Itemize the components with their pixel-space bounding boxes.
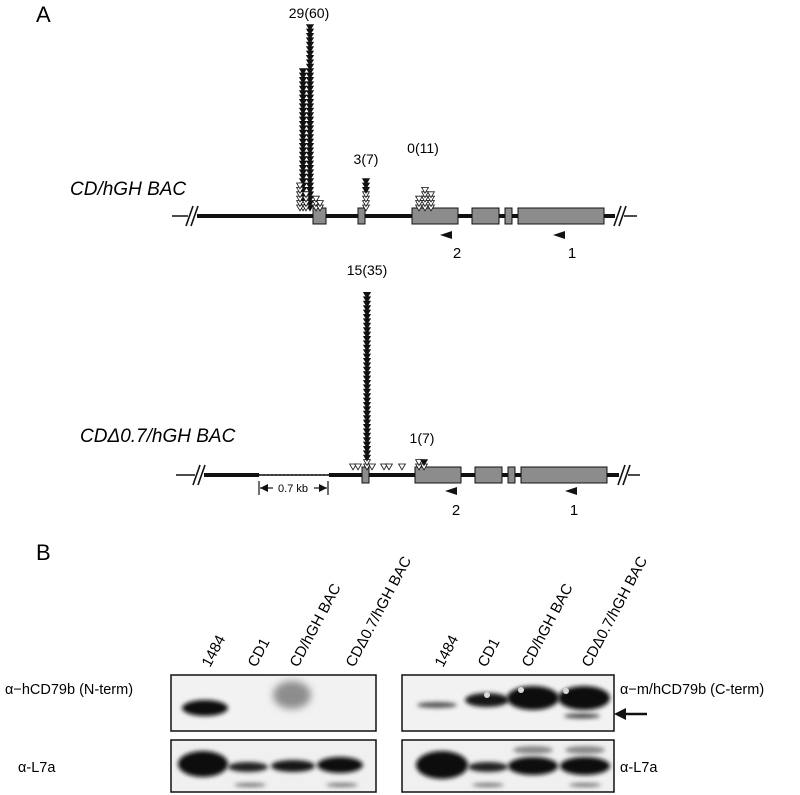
deletion-marker <box>258 481 329 495</box>
band-cd1-l7a-right <box>468 762 508 772</box>
panel-b-label: B <box>36 540 51 565</box>
insertion-site-marker <box>419 459 429 467</box>
left-lane-label-1484: 1484 <box>199 632 230 669</box>
construct-1-exon-2 <box>357 207 366 225</box>
band-1484-l7a-left <box>178 751 228 777</box>
band-cd-delta-bac-l7a-right <box>560 757 610 775</box>
construct-2-primer-1-label: 1 <box>570 502 578 519</box>
right-top-antibody-label: α−m/hCD79b (C-term) <box>620 682 764 698</box>
insertion-site-marker <box>298 68 308 76</box>
right-bottom-antibody-label: α-L7a <box>620 760 658 776</box>
construct-2-name: CDΔ0.7/hGH BAC <box>80 426 236 447</box>
blot-artifact-spot <box>563 688 569 694</box>
band-cd-delta-bac-ccd79b <box>558 686 610 710</box>
construct-1-count-1: 29(60) <box>289 5 329 21</box>
construct-2-exon-2 <box>361 466 370 484</box>
construct-2-exon-6 <box>520 466 608 484</box>
construct-2-primer-2-arrow <box>445 487 457 495</box>
insertion-site-marker <box>414 459 424 467</box>
band-cd-delta-bac-l7a-left-lower <box>326 783 358 787</box>
insertion-site-marker <box>315 200 325 208</box>
construct-1-primer-1-arrow <box>553 231 565 239</box>
band-cd-hgh-bac-l7a-left <box>271 760 315 772</box>
construct-1-exon-3 <box>411 207 459 225</box>
insertion-site-marker <box>361 178 371 186</box>
construct-2-primer-1-arrow <box>565 487 577 495</box>
blot-artifact-spot <box>518 687 524 693</box>
construct-2-break-right <box>617 464 631 486</box>
construct-1-break-right <box>613 205 627 227</box>
left-bottom-antibody-label: α-L7a <box>18 760 56 776</box>
band-1484-l7a-right <box>416 751 468 779</box>
band-cd1-ccd79b <box>465 693 509 707</box>
construct-2-exon-4 <box>474 466 503 484</box>
deletion-size-label: 0.7 kb <box>278 483 308 495</box>
insertion-site-marker <box>305 24 315 32</box>
band-cd-delta-bac-l7a-right-lower <box>569 783 601 787</box>
band-1484-ccd79b <box>417 702 457 708</box>
right-lane-label-1484: 1484 <box>432 632 463 669</box>
insertion-site-marker <box>295 182 305 190</box>
construct-1-exon-5 <box>504 207 513 225</box>
left-lane-label-cd-hgh-bac: CD/hGH BAC <box>287 581 345 670</box>
panel-a-label: A <box>36 2 51 27</box>
construct-1-primer-2-label: 2 <box>453 245 461 262</box>
left-arrow-icon <box>614 708 647 720</box>
insertion-site-marker <box>397 463 407 471</box>
construct-1-name: CD/hGH BAC <box>70 179 186 200</box>
right-top-blot <box>401 674 615 732</box>
construct-2-insertion-sites <box>348 291 429 471</box>
right-lane-label-cd-delta-bac: CDΔ0.7/hGH BAC <box>579 554 652 670</box>
left-lane-label-cd1: CD1 <box>245 635 274 669</box>
band-cd1-l7a-left-lower <box>234 783 266 787</box>
left-lane-label-cd-delta-bac: CDΔ0.7/hGH BAC <box>343 554 416 670</box>
band-cd-hgh-bac-ccd79b <box>507 686 559 710</box>
construct-2-map: CDΔ0.7/hGH BAC 0.7 kb 15( <box>80 262 640 519</box>
construct-1-insertion-sites <box>295 24 436 212</box>
construct-2-exon-5 <box>507 466 516 484</box>
right-bottom-blot <box>401 739 615 793</box>
construct-1-exon-4 <box>471 207 500 225</box>
construct-1-primer-2-arrow <box>440 231 452 239</box>
band-cd-delta-bac-l7a-right-upper <box>565 746 605 754</box>
band-cd-hgh-bac-ncd79b <box>273 681 311 709</box>
insertion-site-marker <box>311 195 321 203</box>
construct-1-count-3: 0(11) <box>407 140 439 156</box>
band-cd-delta-bac-l7a-left <box>317 757 363 773</box>
band-cd-delta-bac-ccd79b-truncated <box>564 713 600 719</box>
band-cd-hgh-bac-l7a-right-upper <box>513 746 553 754</box>
insertion-site-marker <box>362 291 372 299</box>
right-lane-label-cd1: CD1 <box>475 635 504 669</box>
band-cd-hgh-bac-l7a-right <box>508 757 558 775</box>
construct-1-count-2: 3(7) <box>354 151 379 167</box>
insertion-site-marker <box>301 191 311 199</box>
insertion-site-marker <box>348 463 358 471</box>
blot-artifact-spot <box>484 692 490 698</box>
insertion-site-marker <box>379 463 389 471</box>
band-cd1-l7a-left <box>228 762 268 772</box>
left-top-antibody-label: α−hCD79b (N-term) <box>5 682 133 698</box>
insertion-site-marker <box>353 463 363 471</box>
insertion-site-marker <box>414 195 424 203</box>
insertion-site-marker <box>384 463 394 471</box>
construct-2-break-left <box>192 464 206 486</box>
left-bottom-blot <box>170 739 377 793</box>
band-cd1-l7a-right-lower <box>472 783 504 787</box>
construct-2-primer-2-label: 2 <box>452 502 460 519</box>
insertion-site-marker <box>367 463 377 471</box>
left-top-blot <box>170 674 377 732</box>
construct-1-primer-1-label: 1 <box>568 245 576 262</box>
insertion-site-marker <box>420 186 430 194</box>
construct-1-exon-6 <box>517 207 605 225</box>
right-lane-label-cd-hgh-bac: CD/hGH BAC <box>519 581 577 670</box>
insertion-site-marker <box>426 191 436 199</box>
construct-2-count-1: 15(35) <box>347 262 387 278</box>
band-1484-ncd79b <box>182 700 228 716</box>
construct-2-exon-3 <box>414 466 462 484</box>
construct-1-map: CD/hGH BAC 29(60) 3(7) 0(11) 2 1 <box>70 5 637 262</box>
construct-1-break-left <box>185 205 199 227</box>
construct-2-count-2: 1(7) <box>410 430 435 446</box>
